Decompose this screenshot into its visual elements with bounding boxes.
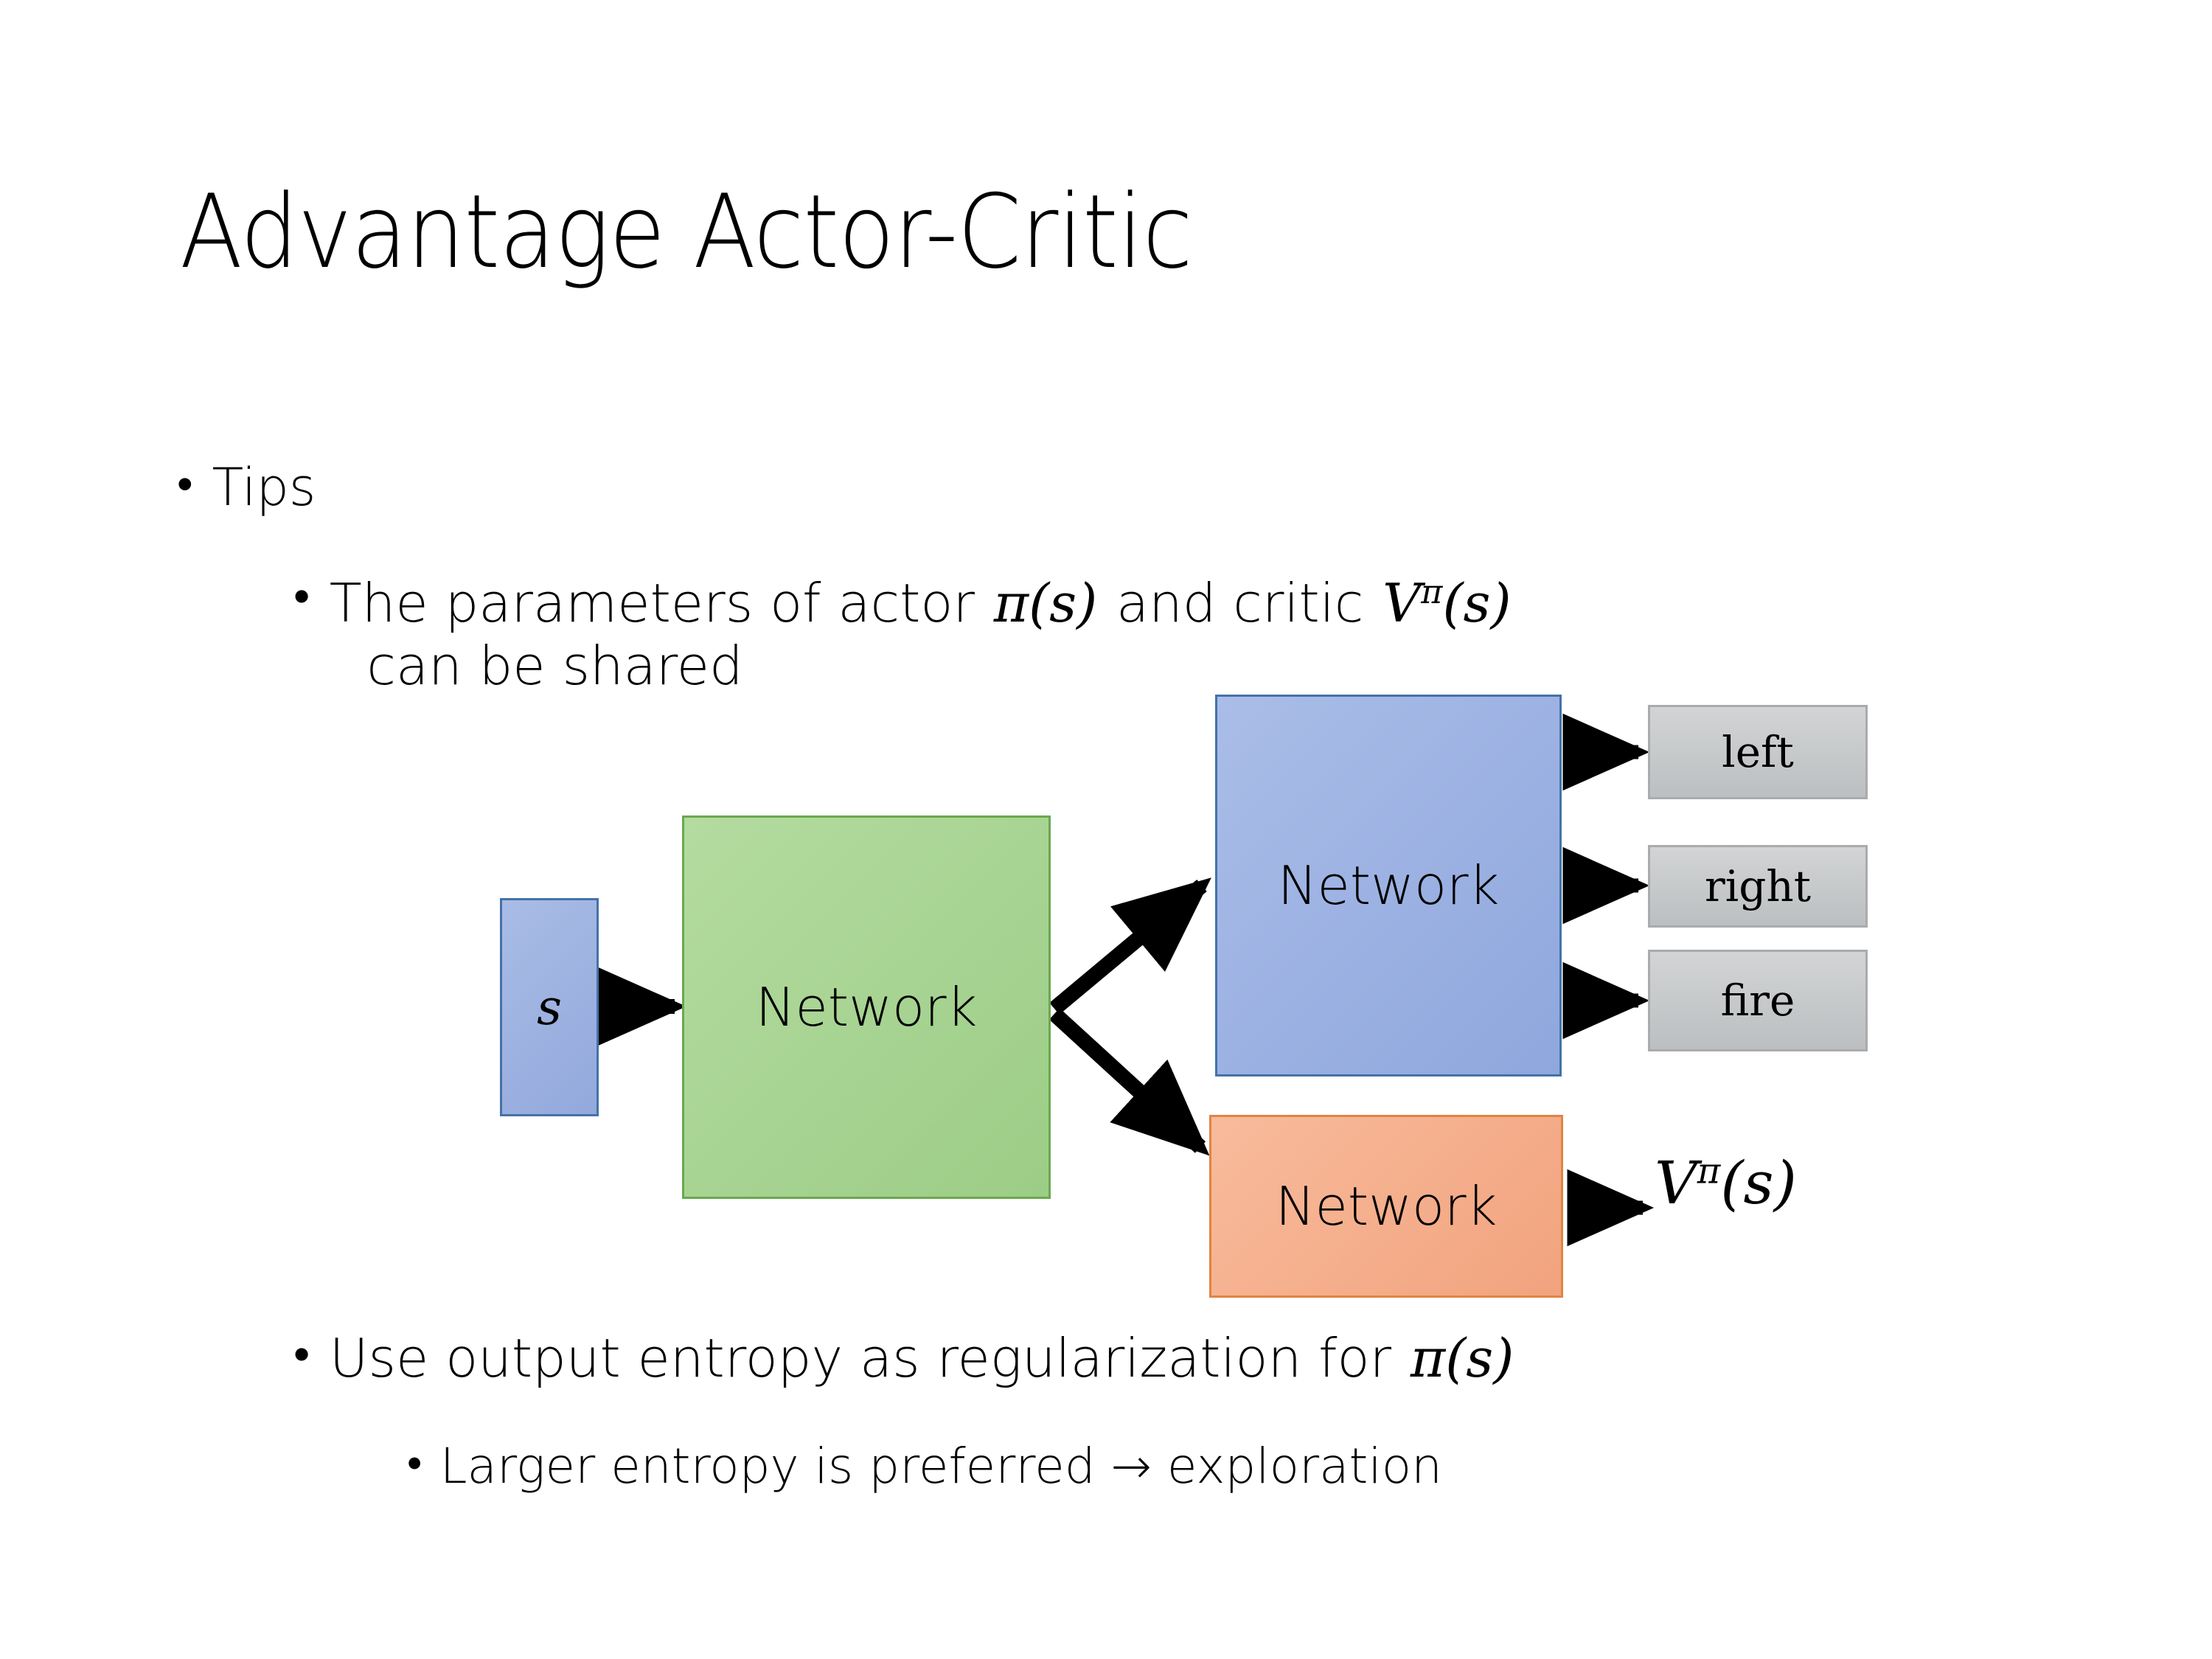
bullet-marker-icon: • [407, 1439, 422, 1487]
bullet-params-line1: The parameters of actor π(s) and critic … [330, 569, 1514, 637]
actor-network-box: Network [1215, 695, 1562, 1077]
bullet-shared-parameters: • The parameters of actor π(s) and criti… [293, 569, 1513, 700]
bullet-larger-label: Larger entropy is preferred → exploratio… [439, 1438, 1442, 1495]
shared-network-box: Network [682, 815, 1051, 1199]
bullet-output-entropy: • Use output entropy as regularization f… [293, 1327, 1516, 1389]
critic-network-box: Network [1209, 1115, 1563, 1298]
math-v-base: V [1382, 572, 1422, 634]
value-v-base: V [1655, 1149, 1697, 1217]
state-input-box: s [500, 898, 599, 1116]
bullet-tips-label: Tips [212, 457, 316, 518]
action-output-left: left [1648, 705, 1868, 799]
bullet-marker-icon: • [177, 459, 193, 510]
math-pi-of-s: π(s) [993, 572, 1098, 634]
entropy-text-prefix: Use output entropy as regularization for [329, 1327, 1408, 1389]
bullet-params-line2: can be shared [366, 634, 743, 697]
bullet-marker-icon: • [293, 571, 310, 623]
math-v-superscript-pi: π [1421, 573, 1443, 611]
value-argument: (s) [1720, 1149, 1797, 1217]
math-pi-of-s: π(s) [1410, 1327, 1514, 1389]
arrow-shared-to-actor [1049, 877, 1211, 1015]
math-v-pi-of-s: Vπ(s) [1380, 572, 1513, 634]
bullet-entropy-label: Use output entropy as regularization for… [330, 1327, 1516, 1389]
bullet-tips: • Tips [177, 457, 316, 518]
arrow-shared-to-critic [1048, 1008, 1210, 1156]
page-title: Advantage Actor-Critic [180, 173, 1193, 291]
value-superscript-pi: π [1697, 1150, 1721, 1192]
bullet-marker-icon: • [293, 1329, 310, 1381]
action-output-fire: fire [1648, 950, 1868, 1051]
action-output-right: right [1648, 845, 1868, 928]
value-function-output-label: Vπ(s) [1655, 1149, 1797, 1217]
math-v-argument: (s) [1442, 572, 1512, 634]
bullet-larger-entropy: • Larger entropy is preferred → explorat… [407, 1438, 1442, 1495]
params-text-prefix: The parameters of actor [329, 572, 992, 634]
params-text-mid: and critic [1099, 572, 1381, 634]
